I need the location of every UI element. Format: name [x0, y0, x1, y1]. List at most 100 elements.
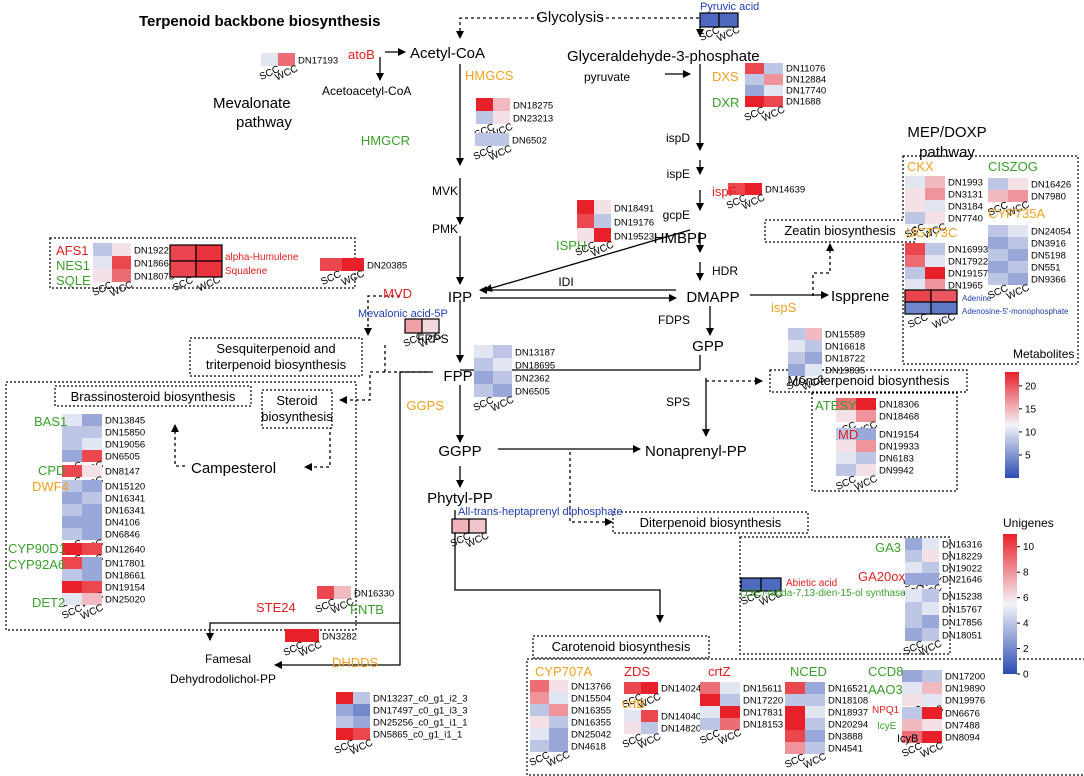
heatmap-cell: [805, 328, 822, 340]
gene-id: DN23213: [513, 114, 553, 125]
heatmap-cell: [902, 670, 922, 682]
label-crtz: crtZ: [708, 664, 730, 679]
label-abietic: Abietic acid: [786, 578, 837, 589]
box-diterp-panel: [739, 536, 951, 655]
label-glycolysis: Glycolysis: [536, 9, 604, 26]
heatmap-cell: [82, 543, 102, 555]
heatmap-cell: [476, 98, 493, 111]
heatmap-cell: [764, 96, 783, 107]
gene-id: DN17193: [298, 56, 338, 67]
heatmap-cell: [836, 452, 856, 464]
heatmap-cell: [925, 243, 945, 255]
label-squalene: Squalene: [225, 266, 268, 277]
heatmap-cell: [62, 504, 82, 516]
heatmap-cell: [905, 602, 922, 615]
gene-id: DN18075: [134, 272, 174, 283]
heatmap-cell: [905, 589, 922, 602]
gene-id: DN4618: [571, 742, 606, 753]
heatmap-cell: [836, 464, 856, 476]
gene-id: DN25020: [105, 595, 145, 606]
heatmap-hm_cyp707: DN13766DN15504DN16355DN16355DN25042DN461…: [528, 680, 611, 769]
legend-tick: 4: [1023, 619, 1029, 630]
gene-id: DN5198: [1031, 251, 1066, 262]
heatmap-cell: [62, 516, 82, 528]
column-label: SCC: [906, 312, 930, 331]
column-label: WCC: [546, 749, 572, 769]
heatmap-cell: [720, 718, 740, 730]
heatmap-cell: [856, 398, 876, 410]
heatmap-cell: [905, 279, 925, 291]
heatmap-cell: [788, 340, 805, 352]
gene-id: DN16993: [948, 245, 988, 256]
heatmap-cell: [902, 719, 922, 731]
box-label: Steroid: [276, 393, 317, 408]
label-ispd: ispD: [666, 131, 690, 145]
heatmap-cell: [1008, 190, 1028, 202]
metabolite-cell: [930, 289, 958, 303]
gene-id: DN18108: [828, 696, 868, 707]
label-ciszog: CISZOG: [988, 159, 1038, 174]
gene-id: DN12884: [786, 75, 826, 86]
label-pyruvic: Pyruvic acid: [700, 1, 759, 13]
heatmap-cell: [805, 706, 825, 718]
heatmap-cell: [925, 212, 945, 224]
heatmap-cell: [902, 694, 922, 706]
heatmap-cell: [745, 183, 762, 195]
heatmap-cell: [62, 465, 82, 477]
heatmap-cell: [856, 440, 876, 452]
heatmap-cell: [82, 528, 102, 540]
heatmap-cell: [905, 538, 922, 550]
gene-id: DN6183: [879, 454, 914, 465]
heatmap-cell: [922, 615, 939, 628]
gene-id: DN18722: [825, 354, 865, 365]
legend-tick: 10: [1025, 427, 1037, 438]
heatmap-cell: [549, 728, 568, 740]
heatmap-cell: [530, 716, 549, 728]
heatmap-cell: [925, 255, 945, 267]
heatmap-cell: [988, 178, 1008, 190]
heatmap-cell: [278, 53, 295, 66]
gene-id: DN15120: [105, 482, 145, 493]
gene-id: DN16341: [105, 494, 145, 505]
heatmap-cell: [353, 728, 370, 740]
heatmap-cell: [922, 670, 942, 682]
heatmap-cell: [317, 586, 334, 599]
gene-id: DN20385: [367, 261, 407, 272]
label-dxr: DXR: [712, 95, 739, 110]
heatmap-cell: [856, 464, 876, 476]
gene-id: DN19157: [948, 269, 988, 280]
heatmap-cell: [62, 438, 82, 450]
heatmap-cell: [530, 704, 549, 716]
label-fntb: FNTB: [350, 602, 384, 617]
gene-id: DN18275: [513, 101, 553, 112]
heatmap-cell: [745, 74, 764, 85]
box-brassino: Brassinosteroid biosynthesis: [54, 385, 252, 407]
gene-id: DN24054: [1031, 227, 1071, 238]
heatmap-cell: [336, 692, 353, 704]
label-ugt73c: UGT73C: [906, 225, 957, 240]
heatmap-cell: [836, 428, 856, 440]
gene-id: DN15238: [942, 592, 982, 603]
gene-id: DN18695: [515, 361, 555, 372]
legend-tick: 10: [1023, 542, 1035, 553]
gene-id: DN11076: [786, 64, 825, 75]
heatmap-cell: [82, 465, 102, 477]
label-hdr: HDR: [712, 264, 738, 278]
heatmap-cell: [641, 710, 658, 722]
gene-id: DN15611: [743, 684, 782, 695]
heatmap-cell: [785, 694, 805, 706]
column-label: WCC: [761, 104, 787, 124]
label-ispf: ispF: [712, 184, 737, 199]
heatmap-cell: [302, 629, 319, 642]
heatmap-cell: [62, 557, 82, 569]
heatmap-cell: [922, 628, 939, 641]
gene-id: DN18667: [134, 259, 174, 270]
gene-id: DN9366: [1031, 275, 1066, 286]
label-ccd8: CCD8: [868, 664, 903, 679]
label-fpps: FPPS: [417, 332, 448, 346]
heatmap-cell: [788, 352, 805, 364]
metabolite-cell: [904, 301, 932, 315]
gene-id: DN18153: [743, 720, 783, 731]
